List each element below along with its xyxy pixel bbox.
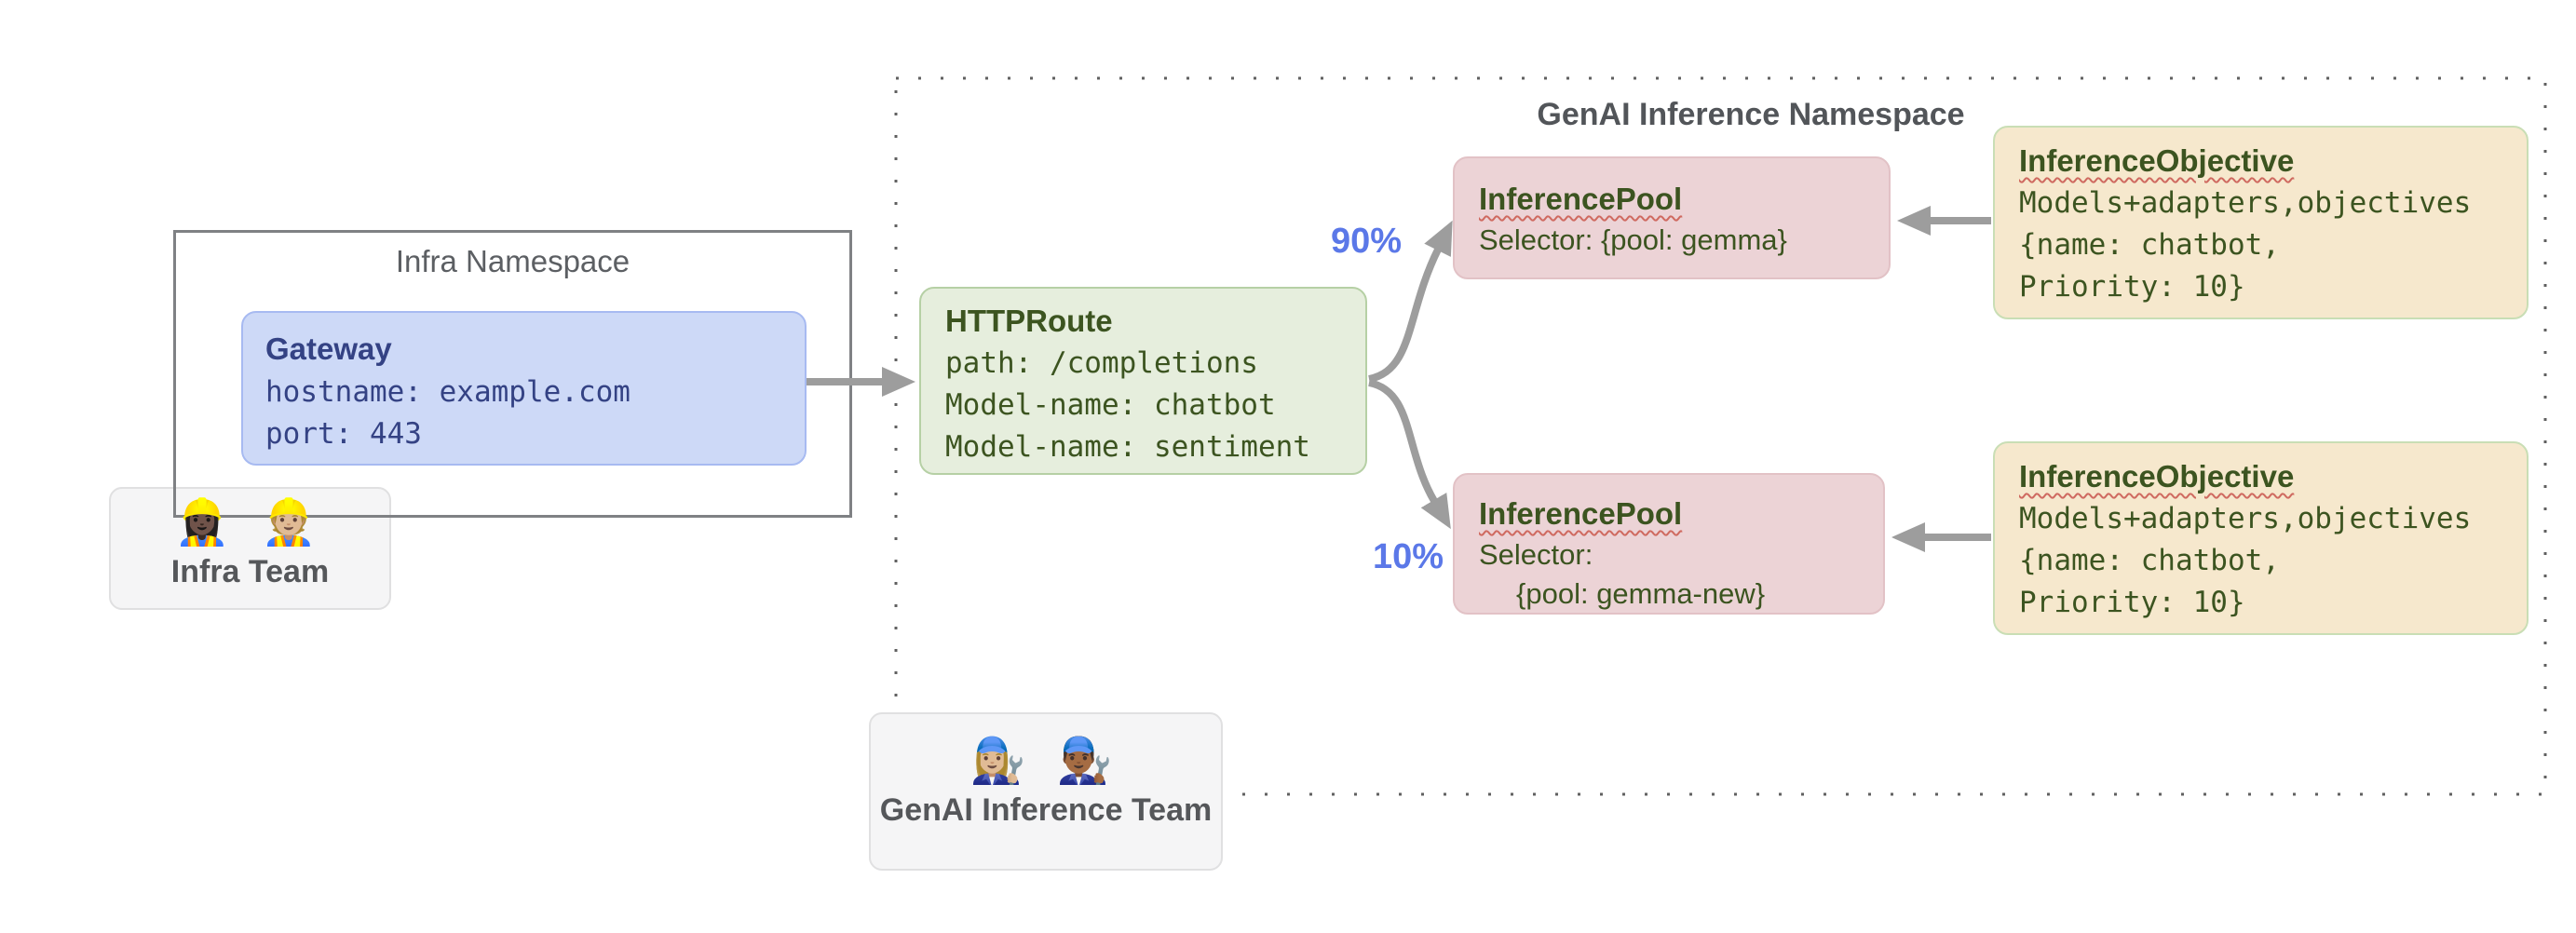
inference-pool-selector: Selector:: [1479, 538, 1593, 571]
arrow-httproute-to-pool-gemma: [1368, 220, 1453, 383]
inference-objective-title: InferenceObjective: [2019, 143, 2295, 178]
objective-priority-line: Priority: 10}: [2019, 586, 2245, 619]
httproute-path: path: /completions: [945, 346, 1258, 380]
inference-pool-gemma-box: InferencePool Selector: {pool: gemma}: [1453, 156, 1891, 279]
construction-worker-emojis: 👷🏿‍♀️ 👷🏼: [174, 498, 326, 548]
gateway-hostname: hostname: example.com: [265, 375, 630, 409]
inference-pool-title: InferencePool: [1479, 496, 1683, 531]
inference-objective-top-box: InferenceObjective Models+adapters,objec…: [1993, 126, 2529, 319]
infra-namespace-label: Infra Namespace: [395, 244, 630, 278]
inference-pool-selector: Selector: {pool: gemma}: [1479, 223, 1787, 256]
infra-team-card: [109, 487, 391, 610]
objective-name-line: {name: chatbot,: [2019, 544, 2280, 577]
inference-objective-bottom-box: InferenceObjective Models+adapters,objec…: [1993, 441, 2529, 635]
traffic-split-90-label: 90%: [1330, 222, 1402, 261]
httproute-model-chatbot: Model-name: chatbot: [945, 388, 1276, 422]
infra-team-label: Infra Team: [170, 554, 330, 589]
inference-pool-gemma-new-box: InferencePool Selector: {pool: gemma-new…: [1453, 473, 1885, 615]
gateway-port: port: 443: [265, 417, 422, 451]
genai-team-label: GenAI Inference Team: [879, 792, 1213, 828]
objective-priority-line: Priority: 10}: [2019, 270, 2245, 304]
gateway-title: Gateway: [265, 331, 392, 366]
objective-models-line: Models+adapters,objectives: [2019, 186, 2472, 220]
httproute-title: HTTPRoute: [945, 304, 1113, 338]
inference-pool-selector-value: {pool: gemma-new}: [1516, 577, 1766, 610]
objective-models-line: Models+adapters,objectives: [2019, 502, 2472, 535]
genai-team-card: 👩🏼‍🔧 👨🏾‍🔧 GenAI Inference Team: [869, 712, 1223, 871]
httproute-box: HTTPRoute path: /completions Model-name:…: [919, 287, 1367, 475]
objective-name-line: {name: chatbot,: [2019, 228, 2280, 262]
traffic-split-10-label: 10%: [1372, 537, 1444, 576]
mechanic-emojis: 👩🏼‍🔧 👨🏾‍🔧: [969, 737, 1122, 786]
gateway-box: Gateway hostname: example.com port: 443: [241, 311, 807, 466]
httproute-model-sentiment: Model-name: sentiment: [945, 430, 1310, 464]
infra-team-content: 👷🏿‍♀️ 👷🏼 Infra Team: [109, 487, 391, 610]
arrow-httproute-to-pool-gemma-new: [1368, 379, 1451, 530]
inference-objective-title: InferenceObjective: [2019, 459, 2295, 494]
inference-pool-title: InferencePool: [1479, 182, 1683, 216]
genai-namespace-label: GenAI Inference Namespace: [1537, 97, 1965, 132]
